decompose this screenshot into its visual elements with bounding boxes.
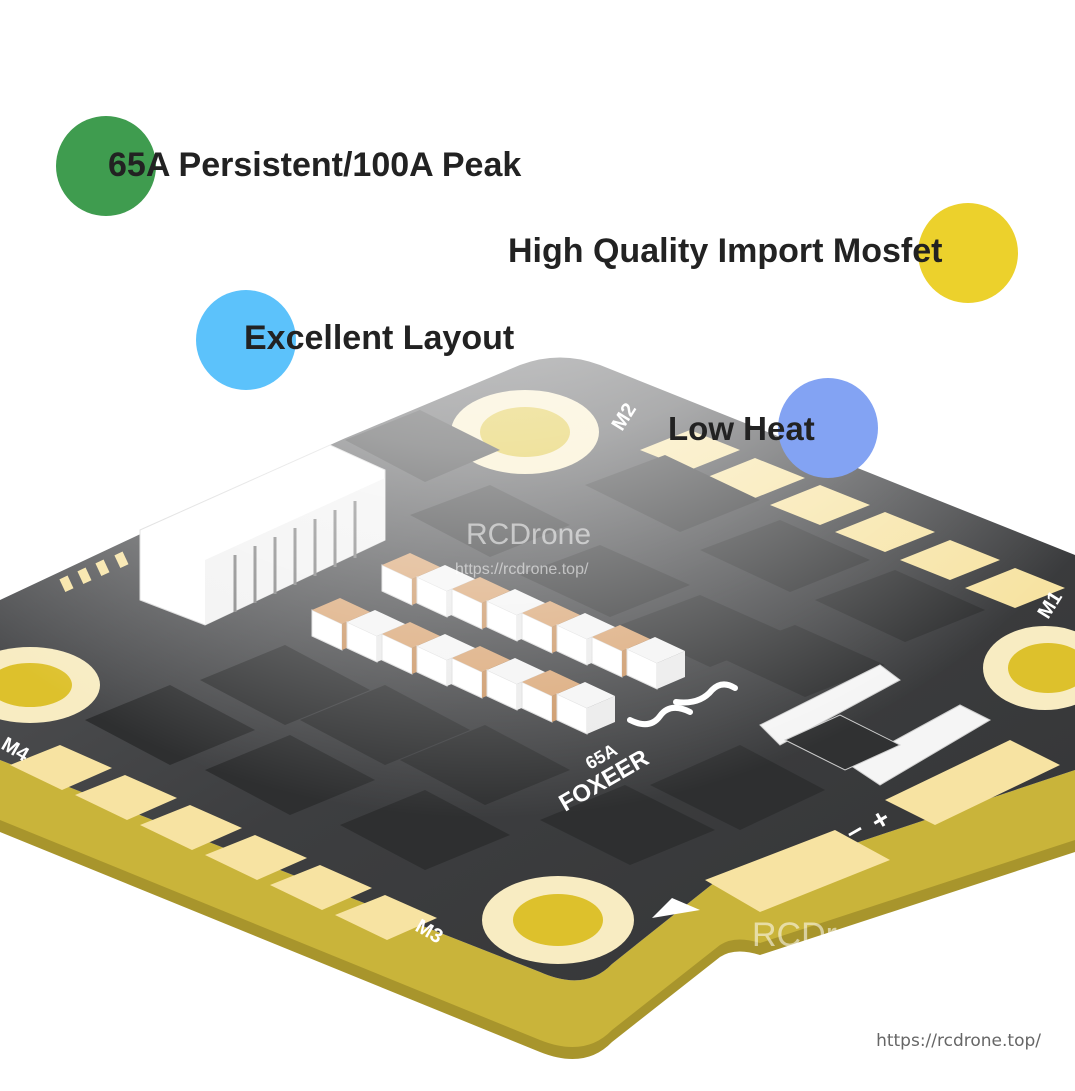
feature-layout-label: Excellent Layout — [244, 319, 515, 357]
feature-dot-green — [56, 116, 156, 216]
watermark-center-url: https://rcdrone.top/ — [455, 561, 589, 578]
feature-dot-blue — [196, 290, 296, 390]
feature-mosfet-label: High Quality Import Mosfet — [508, 232, 943, 270]
arrow-icon — [652, 898, 700, 918]
feature-dot-yellow — [918, 203, 1018, 303]
watermark-center-brand: RCDrone — [466, 518, 591, 551]
footer-url: https://rcdrone.top/ — [876, 1031, 1041, 1051]
brand-logo-x — [627, 681, 738, 728]
feature-dot-periwinkle — [778, 378, 878, 478]
watermark-bottom-brand: RCDrone — [752, 916, 894, 954]
feature-heat-label: Low Heat — [668, 410, 815, 447]
feature-current-rating-label: 65A Persistent/100A Peak — [108, 146, 522, 184]
